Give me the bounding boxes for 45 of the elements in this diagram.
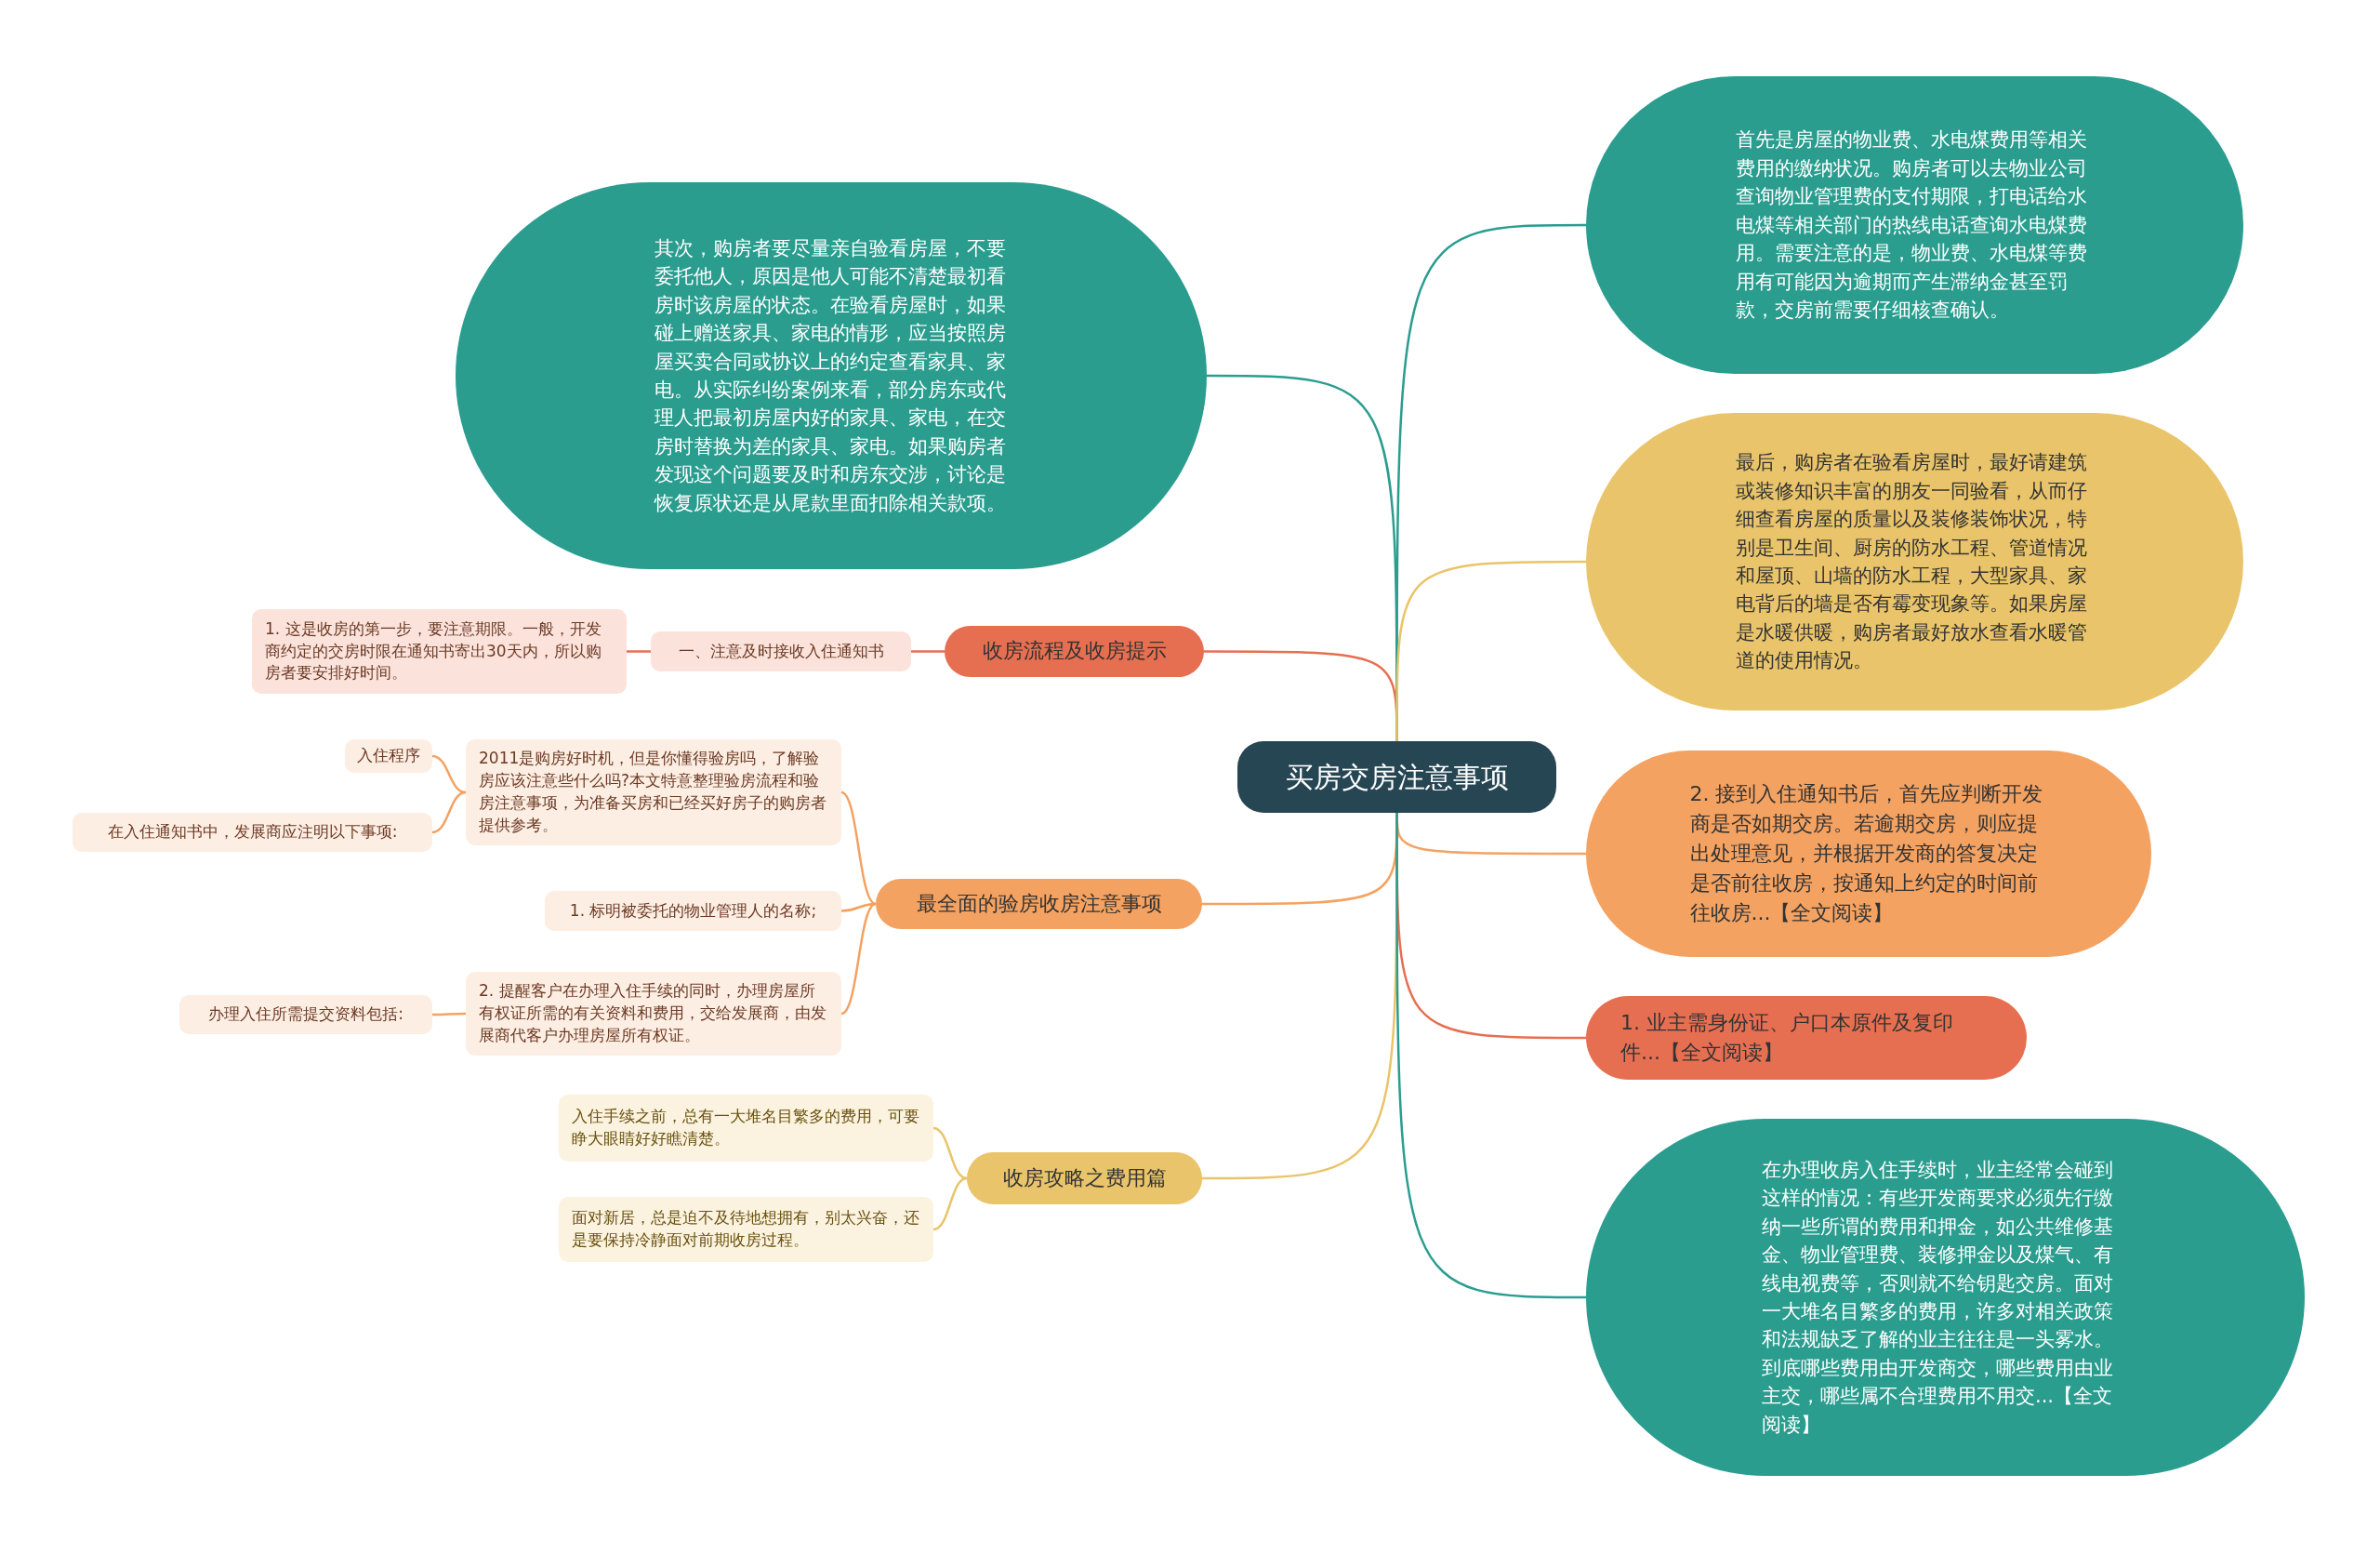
node-text: 面对新居，总是迫不及待地想拥有，别太兴奋，还是要保持冷静面对前期收房过程。 <box>572 1207 920 1251</box>
node-text: 1. 标明被委托的物业管理人的名称; <box>569 899 817 922</box>
node-text: 其次，购房者要尽量亲自验看房屋，不要委托他人，原因是他人可能不清楚最初看房时该房屋的状态。在验看房屋时，如果碰上赠送家具、家电的情形，应当按照房屋买卖合同或协议上的约定查看家具、家电。从实际纠纷案例来看，部分房东或代理人把最初房屋内好的家具、家电，在交房时替换为差的家具、家电。如果购房者发现这个问题要及时和房东交涉，讨论是恢复原状还是从尾款里面扣除相关款项。 <box>654 235 1007 516</box>
note-box <box>179 995 432 1034</box>
node-text: 首先是房屋的物业费、水电煤费用等相关费用的缴纳状况。购房者可以去物业公司查询物业管理费的支付期限，打电话给水电煤等相关部门的热线电话查询水电煤费用。需要注意的是，物业费、水电煤等费用有可能因为逾期而产生滞纳金甚至罚款，交房前需要仔细核查确认。 <box>1736 127 2088 324</box>
connector-line <box>840 902 877 1016</box>
node-text: 2. 提醒客户在办理入住手续的同时，办理房屋所有权证所需的有关资料和费用，交给发展商，由发展商代客户办理房屋所有权证。 <box>479 980 827 1046</box>
node-text: 最后，购房者在验看房屋时，最好请建筑或装修知识丰富的朋友一同验看，从而仔细查看房屋的质量以及装修装饰状况，特别是卫生间、厨房的防水工程、管道情况和屋顶、山墙的防水工程，大型家具、家电背后的墙是否有霉变现象等。如果房屋是水暖供暖，购房者最好放水查看水暖管道的使用情况。 <box>1736 450 2088 674</box>
branch-label <box>945 626 1204 677</box>
node-text: 2011是购房好时机，但是你懂得验房吗，了解验房应该注意些什么吗?本文特意整理验房流程和验房注意事项，为准备买房和已经买好房子的购房者提供参考。 <box>479 748 827 836</box>
node-text: 买房交房注意事项 <box>1285 760 1509 795</box>
node-text: 2. 接到入住通知书后，首先应判断开发商是否如期交房。若逾期交房，则应提出处理意见，并根据开发商的答复决定是否前往收房，按通知上约定的时间前往收房...【全文阅读】 <box>1689 781 2044 926</box>
branch-label <box>876 879 1202 929</box>
note-box <box>559 1095 933 1162</box>
node-text: 办理入住所需提交资料包括: <box>208 1003 403 1026</box>
connector-line <box>840 790 877 906</box>
note-box <box>466 972 841 1056</box>
central-topic <box>1237 741 1556 813</box>
node-text: 最全面的验房收房注意事项 <box>916 890 1162 917</box>
node-text: 收房攻略之费用篇 <box>1002 1164 1167 1191</box>
branch-label <box>967 1152 1202 1204</box>
node-text: 1. 业主需身份证、户口本原件及复印件...【全文阅读】 <box>1620 1010 1954 1066</box>
connector-line <box>932 1176 968 1231</box>
connector-line <box>911 650 945 653</box>
connector-line <box>432 1012 466 1016</box>
note-box <box>545 891 841 931</box>
note-box <box>73 813 432 852</box>
node-text: 入住程序 <box>357 745 420 767</box>
note-box <box>466 739 841 845</box>
connector-line <box>431 790 467 834</box>
connector-line <box>1395 813 1586 1299</box>
node-text: 在入住通知书中，发展商应注明以下事项: <box>107 821 398 843</box>
note-box <box>345 739 432 773</box>
note-box <box>252 609 627 694</box>
connector-line <box>1395 560 1586 741</box>
node-text: 入住手续之前，总有一大堆名目繁多的费用，可要睁大眼睛好好瞧清楚。 <box>572 1106 920 1149</box>
node-text: 收房流程及收房提示 <box>982 638 1167 665</box>
connector-line <box>932 1126 968 1180</box>
node-text: 一、注意及时接收入住通知书 <box>678 640 884 662</box>
connector-line <box>627 650 651 653</box>
node-text: 在办理收房入住手续时，业主经常会碰到这样的情况：有些开发商要求必须先行缴纳一些所谓的费用和押金，如公共维修基金、物业管理费、装修押金以及煤气、有线电视费等，否则就不给钥匙交房。面对一大堆名目繁多的费用，许多对相关政策和法规缺乏了解的业主往往是一头雾水。到底哪些费用由开发商交，哪些费用由业主交，哪些属不合理费用不用交...【全文阅读】 <box>1762 1157 2114 1438</box>
note-box <box>651 631 911 671</box>
connector-line <box>431 754 467 794</box>
node-text: 1. 这是收房的第一步，要注意期限。一般，开发商约定的交房时限在通知书寄出30天内，所以购房者要安排好时间。 <box>265 618 602 684</box>
note-box <box>559 1197 933 1262</box>
